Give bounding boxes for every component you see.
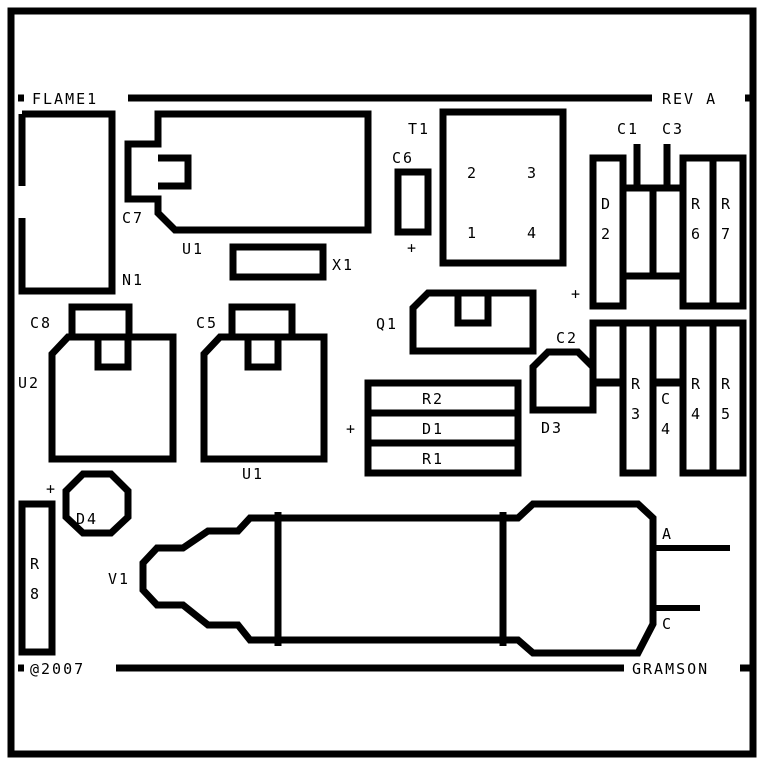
label-c1: C1 — [617, 120, 639, 138]
label-r3-r: R — [631, 375, 642, 393]
board-revision: REV A — [662, 90, 717, 108]
label-r7-r: R — [721, 195, 732, 213]
label-r8-8: 8 — [30, 585, 41, 603]
label-n1: N1 — [122, 271, 144, 289]
label-u1-bottom: U1 — [242, 465, 264, 483]
label-d2-2: 2 — [601, 225, 612, 243]
label-r6-6: 6 — [691, 225, 702, 243]
label-c8: C8 — [30, 314, 52, 332]
transformer-t1 — [439, 108, 567, 267]
label-c4-4: 4 — [661, 420, 672, 438]
label-r8-r: R — [30, 555, 41, 573]
transistor-q1 — [409, 289, 537, 355]
label-c2: C2 — [556, 329, 578, 347]
resistor-r3 — [619, 319, 657, 477]
label-v1: V1 — [108, 570, 130, 588]
capacitor-c6 — [394, 168, 432, 236]
connector-n1 — [18, 110, 116, 295]
label-q1: Q1 — [376, 315, 398, 333]
regulator-u2 — [48, 303, 177, 463]
label-c6-plus: + — [407, 239, 418, 257]
regulator-u1-top — [124, 110, 372, 234]
t1-pin-2: 2 — [467, 164, 476, 182]
t1-pin-1: 1 — [467, 224, 476, 242]
label-u2: U2 — [18, 374, 40, 392]
t1-pin-4: 4 — [527, 224, 536, 242]
label-v1-c: C — [662, 615, 673, 633]
resistor-r1 — [364, 439, 522, 477]
resistor-r8 — [18, 500, 56, 656]
label-r4-r: R — [691, 375, 702, 393]
label-r5-r: R — [721, 375, 732, 393]
label-c7: C7 — [122, 209, 144, 227]
label-r4-4: 4 — [691, 405, 702, 423]
diode-d4 — [62, 470, 132, 537]
label-d3: D3 — [541, 419, 563, 437]
author-text: GRAMSON — [632, 660, 709, 678]
label-r3-3: 3 — [631, 405, 642, 423]
label-r1: R1 — [422, 450, 444, 468]
regulator-u1-bottom — [200, 303, 328, 463]
board-name: FLAME1 — [32, 90, 98, 108]
label-d2-d: D — [601, 195, 612, 213]
resistor-r5 — [709, 319, 747, 477]
label-t1: T1 — [408, 120, 430, 138]
label-d4: D4 — [76, 510, 98, 528]
label-d1: D1 — [422, 420, 444, 438]
t1-pin-3: 3 — [527, 164, 536, 182]
label-u1-top: U1 — [182, 240, 204, 258]
tube-v1 — [139, 500, 730, 657]
label-x1: X1 — [332, 256, 354, 274]
label-r6-r: R — [691, 195, 702, 213]
label-c4-c: C — [661, 390, 672, 408]
label-res-plus: + — [346, 420, 357, 438]
label-d4-plus: + — [46, 480, 57, 498]
label-r7-7: 7 — [721, 225, 732, 243]
label-c3: C3 — [662, 120, 684, 138]
crystal-x1 — [229, 243, 327, 281]
label-v1-a: A — [662, 525, 673, 543]
label-c6: C6 — [392, 149, 414, 167]
copyright-text: @2007 — [30, 660, 85, 678]
resistor-r7 — [709, 154, 747, 310]
label-r5-5: 5 — [721, 405, 732, 423]
label-d2-plus: + — [571, 285, 582, 303]
label-r2: R2 — [422, 390, 444, 408]
label-c5: C5 — [196, 314, 218, 332]
